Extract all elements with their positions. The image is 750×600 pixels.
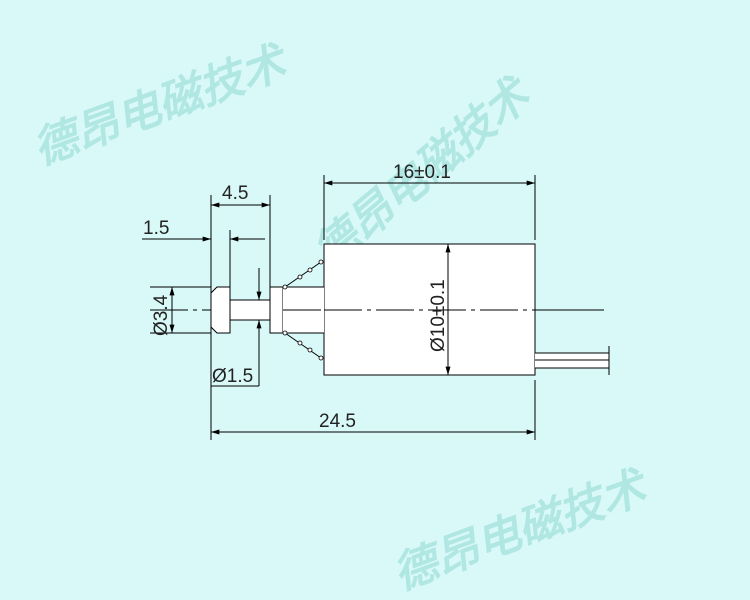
- svg-text:Ø10±0.1: Ø10±0.1: [428, 279, 449, 352]
- svg-text:24.5: 24.5: [319, 411, 356, 432]
- dimension-body-length: 16±0.1: [323, 162, 536, 240]
- lead-wires: [535, 346, 610, 375]
- svg-text:1.5: 1.5: [143, 218, 169, 239]
- watermark-bottom: 德昂电磁技术: [386, 460, 656, 600]
- svg-text:4.5: 4.5: [222, 183, 248, 204]
- dimension-1-5: 1.5: [142, 218, 265, 287]
- dimension-diameter-1-5: Ø1.5: [211, 268, 262, 387]
- plunger-shaft: [229, 299, 271, 321]
- svg-text:Ø3.4: Ø3.4: [151, 294, 172, 336]
- dimension-diameter-3-4: Ø3.4: [150, 286, 211, 336]
- watermark-top: 德昂电磁技术: [26, 35, 296, 175]
- dimension-overall-length: 24.5: [210, 380, 536, 440]
- dimension-body-diameter: Ø10±0.1: [428, 243, 451, 375]
- svg-text:Ø1.5: Ø1.5: [212, 366, 253, 387]
- dimension-4-5: 4.5: [210, 183, 271, 440]
- spring-cone: [282, 259, 324, 361]
- svg-text:16±0.1: 16±0.1: [393, 162, 451, 183]
- plunger-collar: [269, 286, 284, 334]
- plunger-head: [210, 286, 231, 334]
